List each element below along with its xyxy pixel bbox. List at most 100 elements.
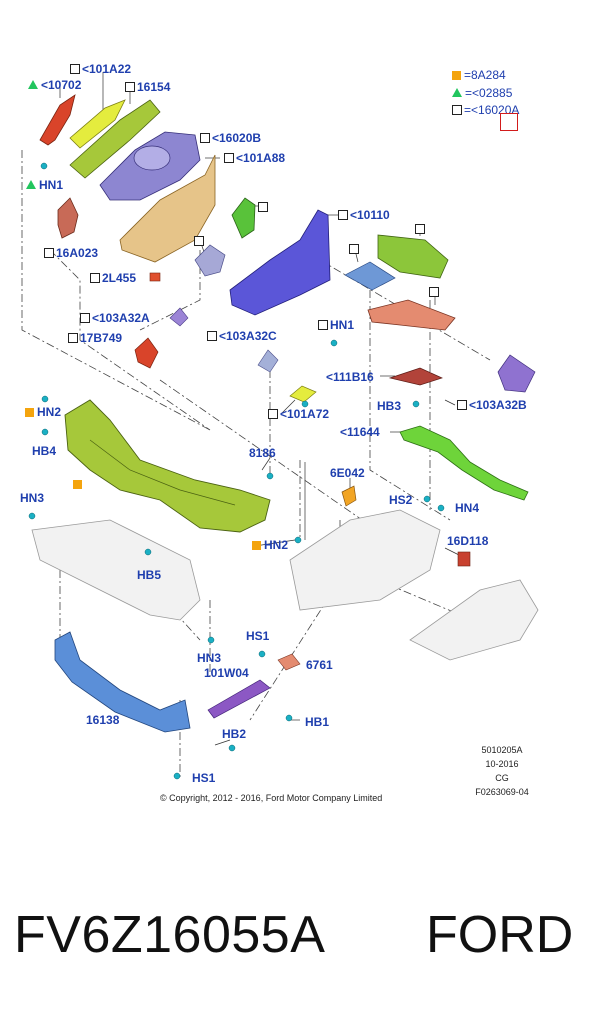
callout-HB1[interactable]: HB1 bbox=[305, 715, 330, 729]
box-icon bbox=[68, 333, 78, 343]
callout-8186[interactable]: 8186 bbox=[249, 446, 276, 460]
part-body-ghost bbox=[289, 509, 441, 611]
box-icon bbox=[349, 244, 359, 254]
square-icon bbox=[252, 541, 261, 550]
callout-16A023[interactable]: 16A023 bbox=[44, 246, 98, 260]
drawing-date: 10-2016 bbox=[485, 759, 519, 769]
part-103A32B bbox=[497, 354, 536, 393]
part-11644 bbox=[399, 425, 529, 501]
callout-blue-bracket[interactable] bbox=[349, 242, 361, 256]
callout-HN1-top[interactable]: HN1 bbox=[26, 178, 63, 192]
part-grey-bracket bbox=[194, 244, 226, 277]
box-icon bbox=[194, 236, 204, 246]
square-icon bbox=[452, 71, 461, 80]
callout-6761[interactable]: 6761 bbox=[306, 658, 333, 672]
legend-square: =8A284 bbox=[452, 68, 506, 82]
box-icon bbox=[90, 273, 100, 283]
box-icon bbox=[200, 133, 210, 143]
callout-103A32C[interactable]: <103A32C bbox=[207, 329, 277, 343]
part-salmon-rail bbox=[367, 299, 456, 331]
part-blue-rail bbox=[229, 209, 331, 316]
drawing-ref: F0263069-04 bbox=[475, 787, 529, 797]
box-icon bbox=[80, 313, 90, 323]
parts-diagram bbox=[21, 72, 539, 780]
callout-green-bracket[interactable] bbox=[258, 200, 270, 214]
callout-103A32B[interactable]: <103A32B bbox=[457, 398, 527, 412]
part-101W04 bbox=[207, 679, 271, 719]
callout-HB4[interactable]: HB4 bbox=[32, 444, 57, 458]
part-103A32C bbox=[257, 349, 279, 373]
callout-103A32A[interactable]: <103A32A bbox=[80, 311, 150, 325]
callout-101W04[interactable]: 101W04 bbox=[204, 666, 249, 680]
part-17B749 bbox=[134, 337, 159, 369]
callout-HN2-mid[interactable]: HN2 bbox=[252, 538, 288, 552]
box-icon bbox=[415, 224, 425, 234]
square-icon bbox=[25, 408, 34, 417]
part-bumper-beam-ghost bbox=[31, 519, 201, 621]
triangle-icon bbox=[26, 180, 36, 189]
part-green-apron bbox=[69, 99, 161, 179]
callout-grey-bracket[interactable] bbox=[194, 234, 206, 248]
callout-11644[interactable]: <11644 bbox=[340, 425, 380, 439]
box-icon bbox=[70, 64, 80, 74]
part-floor-ghost bbox=[409, 579, 539, 661]
part-6E042 bbox=[341, 485, 357, 507]
callout-HS2[interactable]: HS2 bbox=[389, 493, 413, 507]
callout-6E042[interactable]: 6E042 bbox=[330, 466, 365, 480]
box-icon bbox=[258, 202, 268, 212]
callout-111B16[interactable]: <111B16 bbox=[326, 370, 374, 384]
callout-HN2-left[interactable]: HN2 bbox=[25, 405, 61, 419]
triangle-icon bbox=[452, 88, 462, 97]
callout-HS1-mid[interactable]: HS1 bbox=[246, 629, 270, 643]
part-16D118 bbox=[457, 551, 471, 567]
part-yellow-strip bbox=[69, 99, 126, 149]
drawing-code: 5010205A bbox=[481, 745, 523, 755]
callout-101A22[interactable]: <101A22 bbox=[70, 62, 131, 76]
part-16A023 bbox=[57, 197, 79, 239]
callout-green-upper[interactable] bbox=[415, 222, 427, 236]
part-radiator-support bbox=[64, 399, 271, 533]
callout-HN3-left[interactable]: HN3 bbox=[20, 491, 45, 505]
callout-HN3-mid[interactable]: HN3 bbox=[197, 651, 222, 665]
part-6761 bbox=[277, 653, 301, 671]
part-green-upper-right bbox=[377, 234, 449, 279]
square-icon bbox=[73, 480, 82, 489]
callout-2L455[interactable]: 2L455 bbox=[90, 271, 136, 285]
callout-17B749[interactable]: 17B749 bbox=[68, 331, 122, 345]
callout-101A72[interactable]: <101A72 bbox=[268, 407, 329, 421]
part-tan-panel bbox=[119, 154, 216, 263]
copyright-notice: © Copyright, 2012 - 2016, Ford Motor Com… bbox=[160, 793, 383, 803]
part-2L455 bbox=[149, 272, 161, 282]
brand-name: FORD bbox=[426, 906, 574, 964]
part-red-bracket bbox=[39, 94, 76, 146]
callout-HB5[interactable]: HB5 bbox=[137, 568, 162, 582]
part-16138 bbox=[54, 631, 191, 733]
part-green-small bbox=[231, 197, 256, 239]
callout-16154[interactable]: 16154 bbox=[125, 80, 170, 94]
callout-16020B[interactable]: <16020B bbox=[200, 131, 261, 145]
callout-10702[interactable]: <10702 bbox=[28, 78, 81, 92]
part-103A32A bbox=[169, 307, 189, 327]
fasteners bbox=[28, 162, 445, 780]
exploded-view-drawing bbox=[21, 72, 539, 780]
legend-triangle: =<02885 bbox=[452, 86, 512, 100]
callout-HB3[interactable]: HB3 bbox=[377, 399, 402, 413]
callout-HN4[interactable]: HN4 bbox=[455, 501, 480, 515]
part-number: FV6Z16055A bbox=[14, 906, 326, 964]
triangle-icon bbox=[28, 80, 38, 89]
callout-HB2[interactable]: HB2 bbox=[222, 727, 247, 741]
callout-HS1-bottom[interactable]: HS1 bbox=[192, 771, 216, 785]
box-icon bbox=[429, 287, 439, 297]
callout-HN1-mid[interactable]: HN1 bbox=[318, 318, 354, 332]
box-icon bbox=[268, 409, 278, 419]
callout-16D118[interactable]: 16D118 bbox=[447, 534, 489, 548]
box-icon bbox=[452, 105, 462, 115]
callout-leaders bbox=[59, 72, 466, 746]
part-101A72 bbox=[289, 385, 317, 403]
part-111B16 bbox=[388, 367, 443, 386]
callout-square-marker bbox=[73, 477, 85, 491]
callout-16138[interactable]: 16138 bbox=[86, 713, 120, 727]
callout-10110[interactable]: <10110 bbox=[338, 208, 390, 222]
callout-salmon-rail[interactable] bbox=[429, 285, 441, 299]
callout-101A88[interactable]: <101A88 bbox=[224, 151, 285, 165]
